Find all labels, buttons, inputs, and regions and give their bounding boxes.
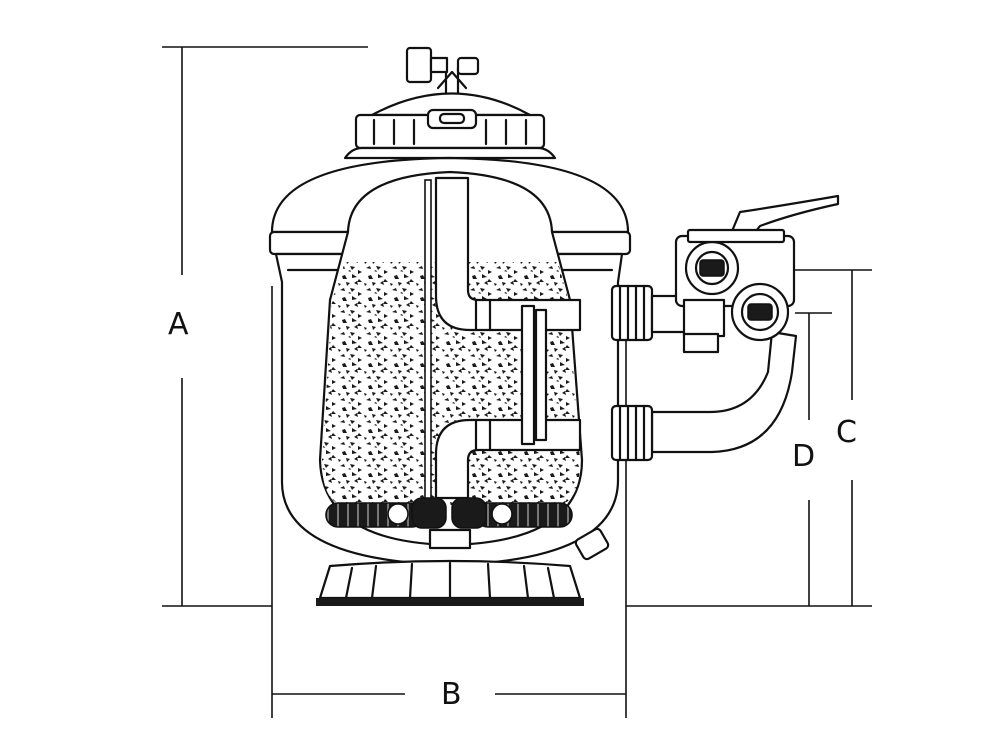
internal-piping — [424, 176, 582, 511]
pressure-gauge — [405, 46, 480, 96]
filter-lid — [343, 92, 557, 160]
dimension-label-a: A — [168, 307, 189, 342]
dimension-label-c: C — [836, 415, 857, 450]
dimension-lines — [162, 46, 872, 718]
dimension-label-b: B — [441, 677, 462, 712]
lateral-arms — [325, 497, 610, 561]
filter-base — [316, 559, 584, 606]
dimension-label-d: D — [792, 439, 816, 474]
multiport-valve — [610, 194, 840, 462]
